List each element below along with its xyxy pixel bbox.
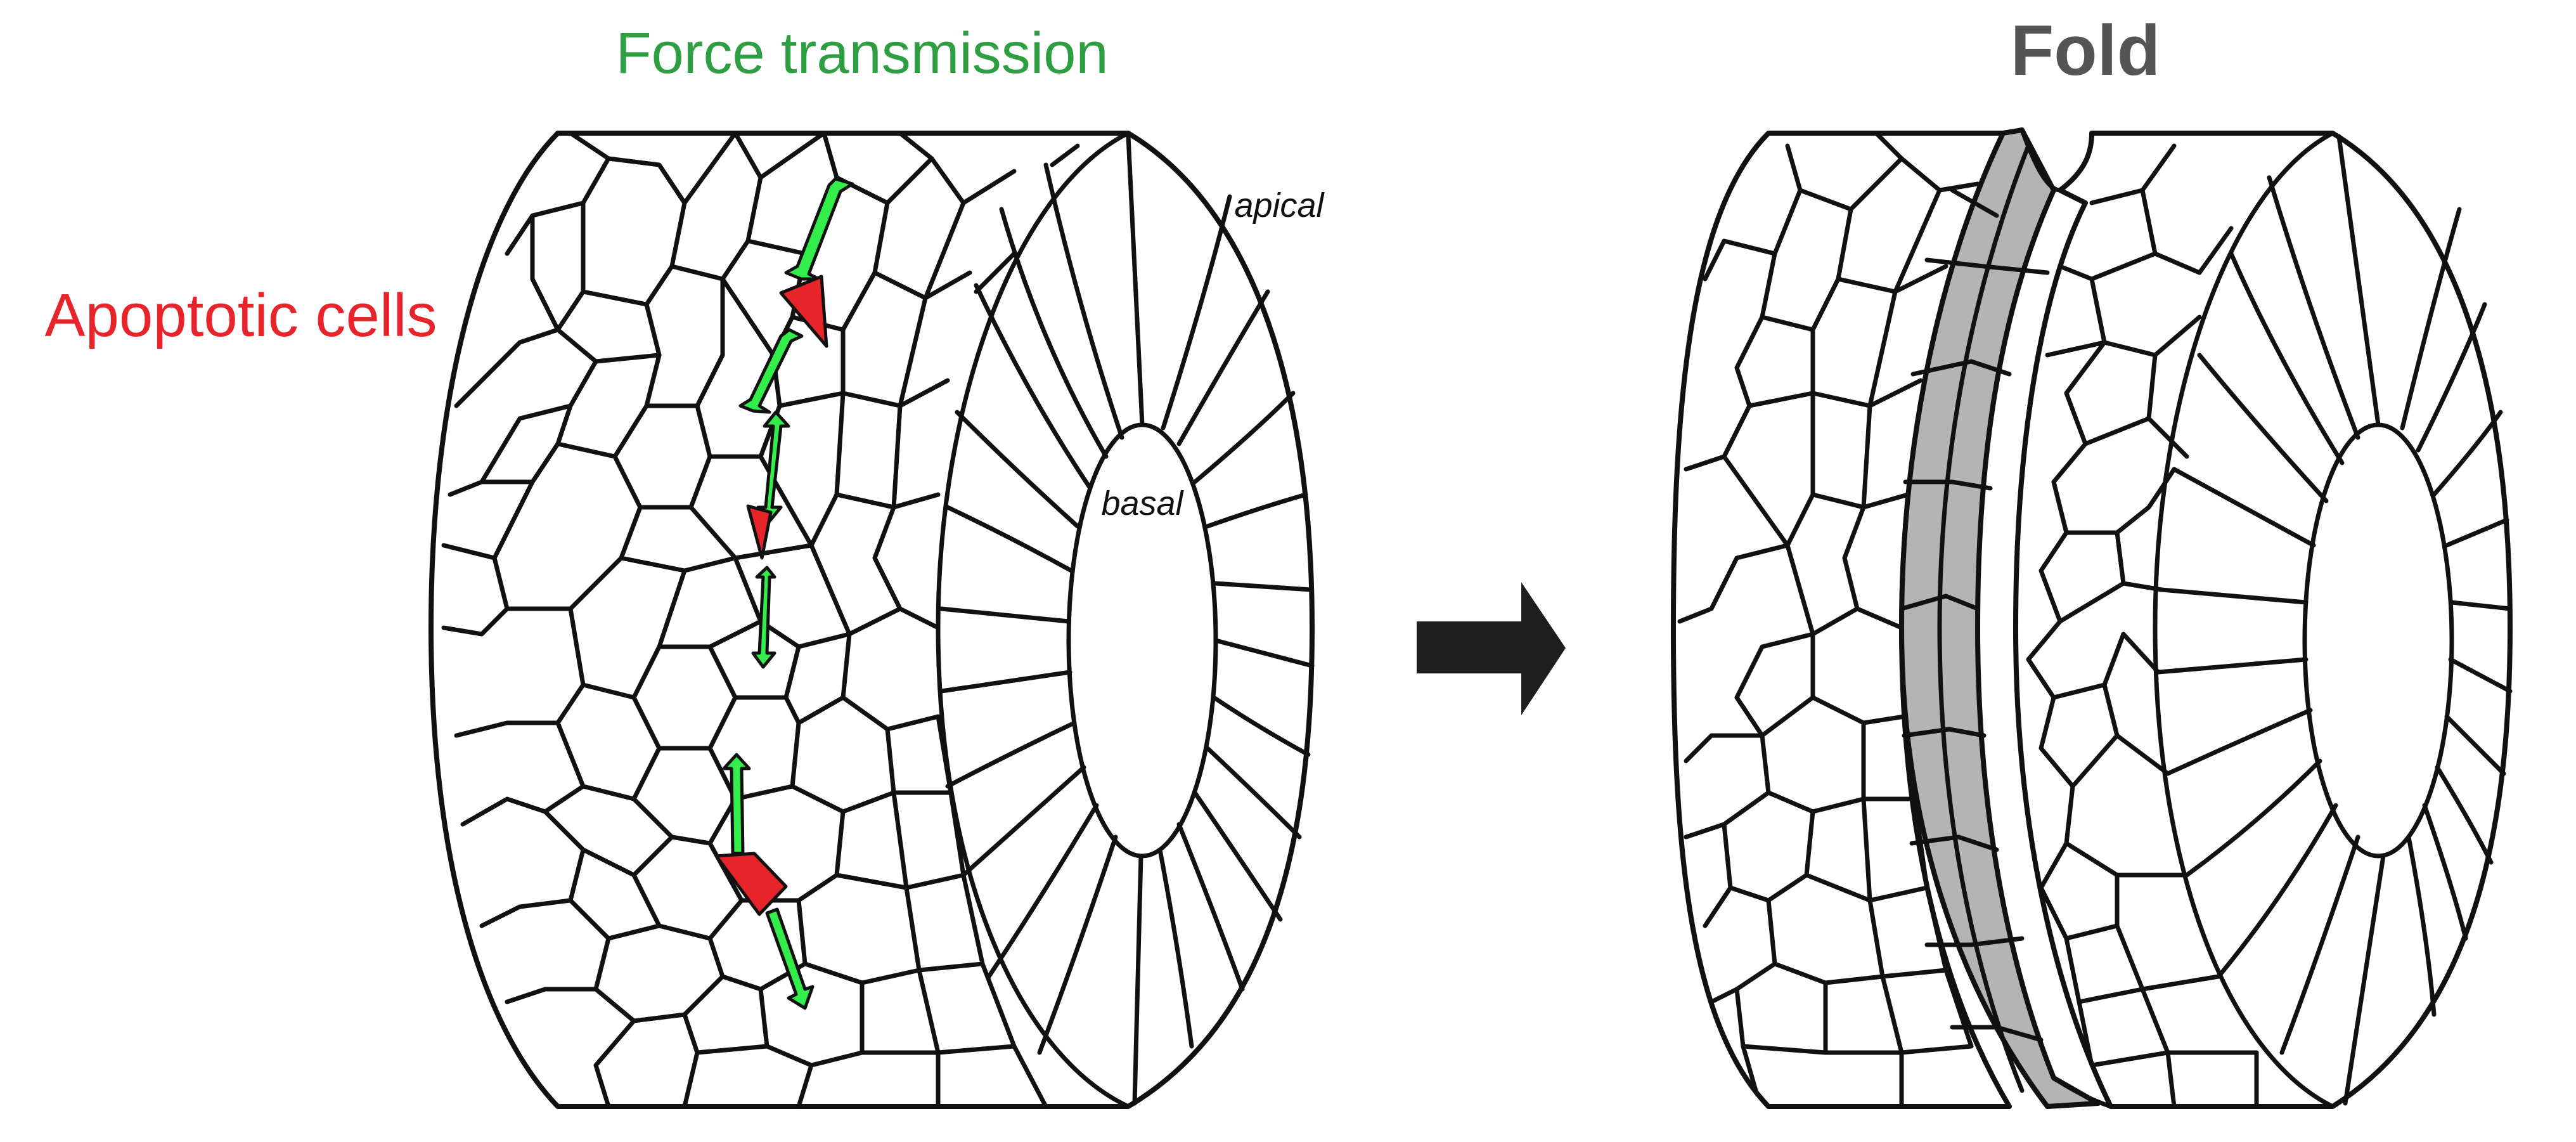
apoptotic-cell-2: [746, 504, 773, 560]
title-force-transmission: Force transmission: [615, 21, 1108, 86]
fold-band: [1899, 127, 2101, 1109]
right-left-segment-cells: [1677, 131, 1980, 1109]
left-radial-cells: [939, 134, 1315, 1106]
right-tube-front-rim: [2153, 131, 2335, 1109]
right-radial-cells: [2156, 134, 2513, 1106]
label-apoptotic-cells: Apoptotic cells: [45, 282, 437, 349]
force-arrow-2: [738, 328, 804, 414]
apoptotic-cells-group: [714, 275, 828, 916]
right-middle-cells: [2026, 143, 2259, 1109]
label-basal-left: basal: [1101, 484, 1184, 522]
force-arrow-1: [784, 177, 854, 281]
apoptotic-cell-1: [779, 275, 828, 348]
right-tube-right-segment: [2013, 131, 2513, 1109]
right-folded-tube: [1671, 127, 2513, 1109]
force-arrows: [722, 177, 854, 1010]
left-epithelial-tube: apical basal: [428, 131, 1325, 1109]
right-lumen: [2302, 422, 2454, 859]
label-apical-left: apical: [1234, 186, 1325, 224]
title-fold: Fold: [2011, 11, 2160, 90]
force-arrow-6: [765, 907, 815, 1010]
transition-arrow: [1417, 582, 1566, 715]
force-arrow-4: [751, 566, 776, 669]
apoptotic-cell-3: [714, 852, 788, 916]
